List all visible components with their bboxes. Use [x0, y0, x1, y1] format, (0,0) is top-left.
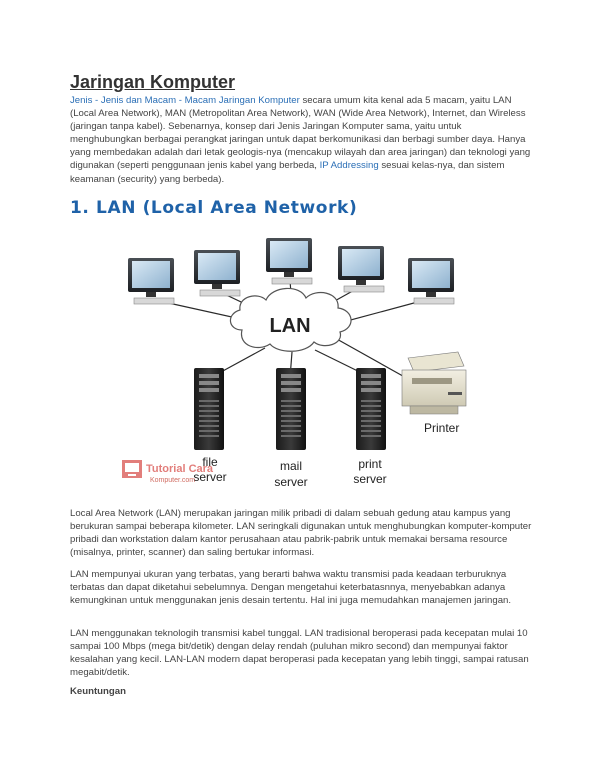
print-server-label-line1: print [358, 457, 382, 471]
intro-paragraph: Jenis - Jenis dan Macam - Macam Jaringan… [70, 94, 532, 186]
mail-server-tower [276, 368, 306, 450]
file-server-tower [194, 368, 224, 450]
file-server-label: file server [193, 455, 226, 484]
printer-device [401, 351, 467, 415]
paragraph-1: Local Area Network (LAN) merupakan jarin… [70, 508, 532, 559]
cloud-label: LAN [269, 315, 310, 337]
workstation-3 [266, 238, 313, 285]
print-server-label-line2: server [353, 472, 386, 486]
mail-server-label: mail server [274, 459, 307, 489]
workstation-2 [194, 250, 241, 297]
section-heading: 1. LAN (Local Area Network) [70, 198, 357, 218]
intro-text: secara umum kita kenal ada 5 macam, yait… [70, 95, 531, 172]
print-server-label: print server [353, 457, 386, 486]
file-server-label-line1: file [202, 455, 218, 469]
workstation-5 [408, 258, 455, 305]
page-title: Jaringan Komputer [70, 72, 236, 92]
printer-label: Printer [424, 421, 459, 435]
intro-link[interactable]: Jenis - Jenis dan Macam - Macam Jaringan… [70, 95, 300, 106]
watermark-text-2: Komputer.com [150, 477, 195, 484]
watermark-logo: Tutorial Cara Komputer.com [122, 460, 214, 484]
lan-cloud: LAN [229, 287, 352, 352]
intro-end-text: sesuai kelas-nya, dan sistem keamanan (s… [70, 160, 505, 185]
keuntungan-heading: Keuntungan [70, 686, 126, 697]
section-number: 1. [70, 198, 90, 218]
file-server-label-line2: server [193, 470, 226, 484]
workstation-4 [338, 246, 385, 293]
mail-server-label-line1: mail [280, 459, 302, 473]
article: Jaringan Komputer Jenis - Jenis dan Maca… [70, 72, 532, 186]
print-server-tower [356, 368, 386, 450]
ip-addressing-link[interactable]: IP Addressing [319, 160, 379, 172]
paragraph-2: LAN mempunyai ukuran yang terbatas, yang… [70, 569, 512, 607]
paragraph-3: LAN menggunakan teknologih transmisi kab… [70, 628, 529, 679]
lan-diagram: LAN [122, 238, 467, 489]
section-title: LAN (Local Area Network) [96, 198, 358, 218]
watermark-text-1: Tutorial Cara [146, 463, 214, 475]
workstation-1 [128, 258, 175, 305]
mail-server-label-line2: server [274, 475, 307, 489]
